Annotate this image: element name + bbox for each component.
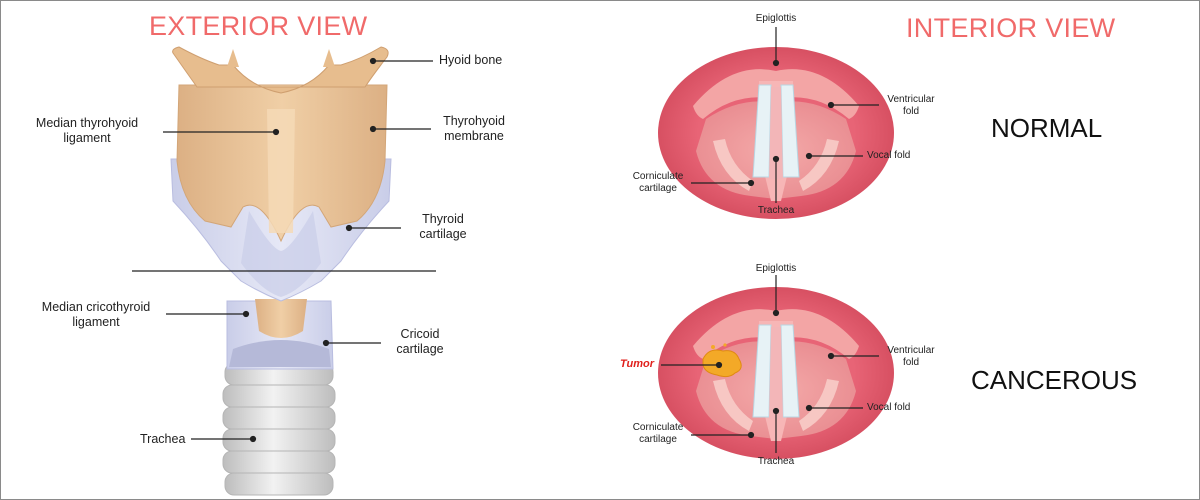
- label-corniculate-cartilage-normal: Corniculate cartilage: [625, 171, 691, 195]
- hyoid-bone-shape: [172, 46, 389, 94]
- cancerous-leader-lines: [661, 275, 879, 453]
- label-thyrohyoid-membrane: Thyrohyoid membrane: [433, 114, 515, 144]
- label-median-thyrohyoid-ligament: Median thyrohyoid ligament: [13, 116, 161, 146]
- label-ventricular-fold-cancerous: Ventricular fold: [881, 345, 941, 369]
- vocal-folds-cancerous: [752, 324, 772, 418]
- label-line: cartilage: [639, 434, 677, 445]
- label-line: fold: [902, 106, 920, 117]
- label-trachea-exterior: Trachea: [140, 432, 186, 446]
- label-line: ligament: [72, 315, 120, 329]
- label-line: Corniculate: [632, 422, 684, 433]
- exterior-leader-lines: [132, 57, 436, 443]
- label-trachea-normal: Trachea: [757, 205, 795, 216]
- state-normal: NORMAL: [991, 113, 1103, 143]
- label-ventricular-fold-normal: Ventricular fold: [881, 94, 941, 118]
- label-epiglottis-normal: Epiglottis: [755, 13, 797, 24]
- label-line: membrane: [444, 129, 504, 143]
- label-line: Median cricothyroid: [41, 300, 151, 314]
- label-line: Median thyrohyoid: [35, 116, 139, 130]
- label-line: Cricoid: [400, 327, 440, 341]
- label-line: ligament: [63, 131, 111, 145]
- label-cricoid-cartilage: Cricoid cartilage: [385, 327, 455, 357]
- label-median-cricothyroid-ligament: Median cricothyroid ligament: [21, 300, 171, 330]
- trachea-rings: [222, 362, 336, 496]
- label-line: Corniculate: [632, 171, 684, 182]
- vocal-folds-normal: [752, 84, 772, 178]
- exterior-larynx: [170, 46, 392, 496]
- label-vocal-fold-normal: Vocal fold: [867, 150, 911, 161]
- interior-view-heading: INTERIOR VIEW: [906, 13, 1116, 43]
- normal-leader-lines: [691, 27, 879, 203]
- label-epiglottis-cancerous: Epiglottis: [755, 263, 797, 274]
- label-line: cartilage: [396, 342, 444, 356]
- label-line: Thyroid: [422, 212, 464, 226]
- label-line: cartilage: [419, 227, 467, 241]
- tumor-shape: [702, 349, 742, 378]
- label-corniculate-cartilage-cancerous: Corniculate cartilage: [625, 422, 691, 446]
- label-vocal-fold-cancerous: Vocal fold: [867, 402, 911, 413]
- label-line: Thyrohyoid: [443, 114, 505, 128]
- label-thyroid-cartilage: Thyroid cartilage: [403, 212, 483, 242]
- label-line: Ventricular: [887, 94, 935, 105]
- label-trachea-cancerous: Trachea: [757, 456, 795, 467]
- cricothyroid-ligament-shape: [255, 299, 307, 338]
- state-cancerous: CANCEROUS: [971, 365, 1138, 395]
- label-tumor: Tumor: [620, 358, 655, 370]
- interior-cancerous-larynx: [658, 287, 894, 459]
- interior-normal-larynx: [658, 47, 894, 219]
- label-line: fold: [902, 357, 920, 368]
- label-line: Ventricular: [887, 345, 935, 356]
- label-hyoid-bone: Hyoid bone: [439, 53, 503, 67]
- exterior-view-heading: EXTERIOR VIEW: [149, 11, 368, 41]
- label-line: cartilage: [639, 183, 677, 194]
